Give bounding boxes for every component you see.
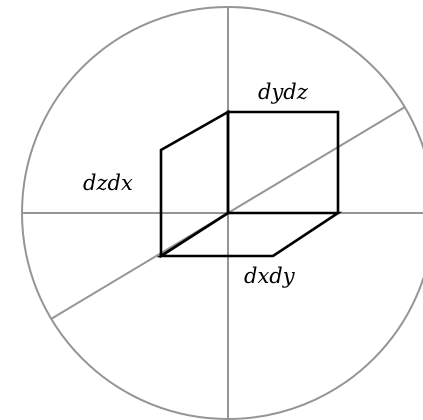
volume-element <box>156 109 343 259</box>
face-bottom-edges <box>156 211 343 258</box>
label-dydz: dydz <box>258 80 309 104</box>
face-top-edges <box>226 110 340 215</box>
label-dxdy: dxdy <box>244 264 296 288</box>
label-dzdx: dzdx <box>83 171 133 195</box>
